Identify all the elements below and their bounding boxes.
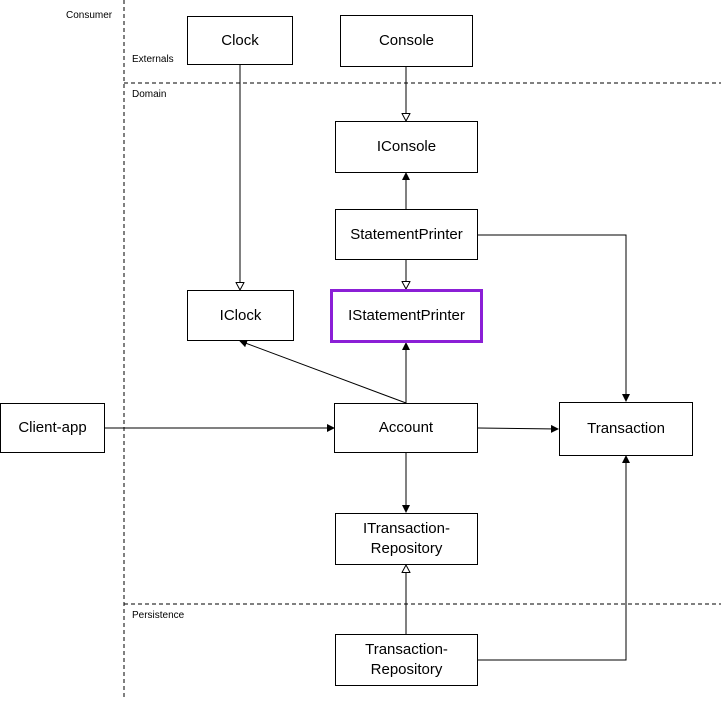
zone-label-consumer: Consumer	[66, 10, 113, 21]
zone-label-persistence: Persistence	[132, 610, 185, 621]
node-iconsole: IConsole	[335, 121, 478, 173]
node-client-app: Client-app	[0, 403, 105, 453]
node-statement-printer: StatementPrinter	[335, 209, 478, 260]
node-console: Console	[340, 15, 473, 67]
node-iclock: IClock	[187, 290, 294, 341]
zone-label-domain: Domain	[132, 89, 167, 100]
edge-statementprinter-to-transaction	[478, 234, 630, 402]
node-itransaction-repository: ITransaction- Repository	[335, 513, 478, 565]
edge-account-to-iclock	[239, 339, 407, 404]
node-clock: Clock	[187, 16, 293, 65]
node-transaction-repository: Transaction- Repository	[335, 634, 478, 686]
node-istatement-printer: IStatementPrinter	[330, 289, 483, 343]
edge-account-to-transaction	[477, 424, 559, 433]
node-account: Account	[334, 403, 478, 453]
edge-transactionrepository-to-transaction	[478, 455, 630, 661]
zone-label-externals: Externals	[132, 54, 174, 65]
node-transaction: Transaction	[559, 402, 693, 456]
